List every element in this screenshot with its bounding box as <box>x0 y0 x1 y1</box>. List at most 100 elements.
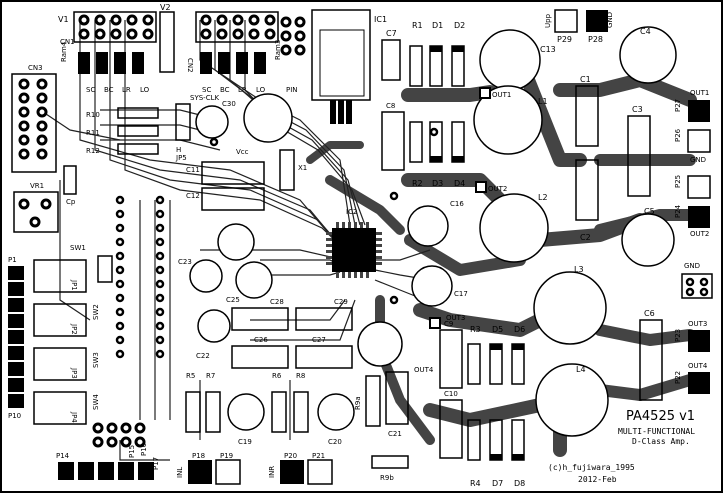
label-lr-1: LR <box>122 86 131 94</box>
r6-resistor <box>271 391 287 433</box>
c31-capacitor <box>243 93 293 143</box>
label-c9: C9 <box>444 320 453 328</box>
label-jp1: JP1 <box>70 279 78 291</box>
label-upp: Upp <box>544 13 552 28</box>
left-terminals <box>8 266 24 408</box>
c26-capacitor <box>231 345 289 369</box>
right-terminals <box>687 100 711 394</box>
label-sys-clk: SYS-CLK <box>190 94 219 102</box>
p28-terminal <box>586 10 608 32</box>
label-p16: P16 <box>140 442 148 456</box>
board-subtitle-2: D-Class Amp. <box>632 437 690 446</box>
label-sw1: SW1 <box>70 244 86 252</box>
label-r1: R1 <box>412 21 423 30</box>
label-sw4: SW4 <box>92 394 100 410</box>
label-l4: L4 <box>576 365 586 374</box>
label-c5: C5 <box>644 207 655 216</box>
x1-crystal <box>279 149 295 191</box>
label-v1: V1 <box>58 15 69 24</box>
c-mid-cap <box>217 223 255 261</box>
r8-resistor <box>293 391 309 433</box>
label-jp3: JP3 <box>70 367 78 379</box>
c22-capacitor <box>197 309 231 343</box>
label-p23: P23 <box>674 329 682 342</box>
c17-capacitor <box>411 265 453 307</box>
cn2-jumpers <box>200 52 266 74</box>
label-out1-mid: OUT1 <box>492 91 511 99</box>
c-bottom-mid <box>357 321 403 367</box>
r4-resistor <box>467 419 481 461</box>
label-d8: D8 <box>514 479 525 488</box>
label-p19: P19 <box>220 452 233 460</box>
label-p24: P24 <box>674 204 682 218</box>
label-p21: P21 <box>312 452 325 460</box>
c29-capacitor <box>295 307 353 331</box>
bottom-left-header <box>92 422 146 448</box>
label-c26: C26 <box>254 336 268 344</box>
c3-capacitor <box>627 115 651 197</box>
label-ram3: Ram3 <box>274 40 282 60</box>
label-c16: C16 <box>450 200 464 208</box>
l1-inductor <box>473 85 543 155</box>
label-out4-mid: OUT4 <box>414 366 434 374</box>
label-out2-mid: OUT2 <box>488 185 507 193</box>
label-p10: P10 <box>8 412 21 420</box>
c5-capacitor <box>621 213 675 267</box>
label-p17: P17 <box>152 457 160 470</box>
label-ic2: IC2 <box>346 208 357 216</box>
label-out4-right: OUT4 <box>688 362 708 370</box>
label-p25: P25 <box>674 175 682 188</box>
label-d5: D5 <box>492 325 503 334</box>
label-ic1: IC1 <box>374 15 387 24</box>
label-sw2: SW2 <box>92 304 100 320</box>
label-inr: INR <box>268 466 276 478</box>
board-copyright: (c)h_fujiwara_1995 <box>548 463 635 472</box>
label-c17: C17 <box>454 290 468 298</box>
label-p26: P26 <box>674 128 682 142</box>
r2-resistor <box>409 121 423 163</box>
label-c10: C10 <box>444 390 458 398</box>
r10-r12-resistors <box>117 107 159 155</box>
pin-header-small <box>280 16 306 56</box>
label-c23: C23 <box>178 258 192 266</box>
label-ram4: Ram4 <box>60 41 68 62</box>
label-d2: D2 <box>454 21 465 30</box>
label-c19: C19 <box>238 438 252 446</box>
label-out3-mid: OUT3 <box>446 314 465 322</box>
label-cn1: CN1 <box>60 38 75 46</box>
label-pin: PIN <box>286 86 298 94</box>
bottom-left-terminals <box>58 462 154 480</box>
vias <box>115 127 439 359</box>
label-r9a: R9a <box>354 396 362 410</box>
label-l1: L1 <box>538 97 548 106</box>
c23-capacitor <box>189 259 223 293</box>
jp5-jumper <box>175 103 191 141</box>
label-p22: P22 <box>674 371 682 384</box>
p18-terminal <box>188 460 212 484</box>
r9b-resistor <box>371 455 409 469</box>
label-p1: P1 <box>8 256 17 264</box>
r3-resistor <box>467 343 481 385</box>
gnd-block <box>681 273 713 299</box>
board-title: PA4525 v1 <box>626 409 695 424</box>
label-gnd-right-1: GND <box>690 156 706 164</box>
label-cp-1: Cp <box>66 198 76 206</box>
label-bc-2: BC <box>220 86 230 94</box>
cn3-header <box>11 73 57 173</box>
l4-inductor <box>535 363 609 437</box>
p20-terminal <box>280 460 304 484</box>
label-r11: R11 <box>86 129 100 137</box>
r5-resistor <box>185 391 201 433</box>
c10-capacitor <box>439 399 463 459</box>
d2-diode <box>451 45 465 87</box>
c20-capacitor <box>317 393 355 431</box>
label-p27: P27 <box>674 99 682 112</box>
label-out1-right: OUT1 <box>690 89 709 97</box>
d6-diode <box>511 343 525 385</box>
label-c20: C20 <box>328 438 342 446</box>
l3-inductor <box>533 271 607 345</box>
ic2-chip <box>326 222 382 278</box>
d7-diode <box>489 419 503 461</box>
label-p29: P29 <box>557 35 572 44</box>
